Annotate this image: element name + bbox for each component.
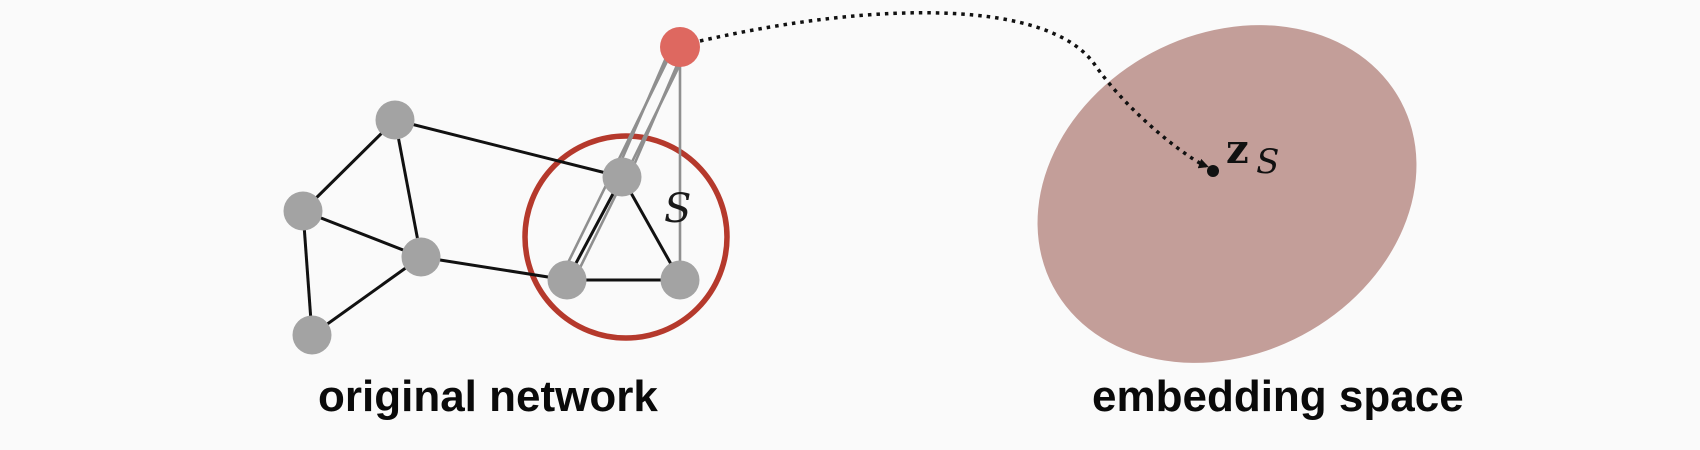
embedding-subscript: S: [1256, 142, 1279, 182]
embedding-space-region: [1037, 25, 1417, 363]
node-d: [401, 237, 441, 277]
graph-nodes-group: [283, 100, 700, 355]
subgraph-label: S: [664, 186, 691, 232]
dotted-arrow: [699, 11, 1209, 169]
graph-edges-group: [301, 118, 682, 337]
embedding-space-caption: embedding space: [1092, 372, 1464, 421]
virtual-node: [660, 27, 700, 67]
edge-c-e: [311, 255, 422, 337]
embedding-label: z S: [1226, 126, 1279, 182]
node-h: [660, 260, 700, 300]
node-c: [292, 315, 332, 355]
node-f: [602, 157, 642, 197]
edge-f-h: [620, 176, 682, 281]
node-b: [283, 191, 323, 231]
subgraph-circle: [522, 133, 730, 341]
node-a: [375, 100, 415, 140]
embedding-point: [1207, 165, 1219, 177]
edge-a-b: [301, 118, 397, 213]
embedding-symbol: z: [1226, 126, 1249, 173]
original-network-caption: original network: [318, 372, 658, 421]
edge-a-d: [393, 119, 423, 258]
edge-a-f: [394, 118, 623, 179]
edge-d-g: [420, 255, 568, 282]
node-g: [547, 260, 587, 300]
edge-b-d: [302, 209, 422, 259]
edge-b-c: [301, 210, 314, 336]
